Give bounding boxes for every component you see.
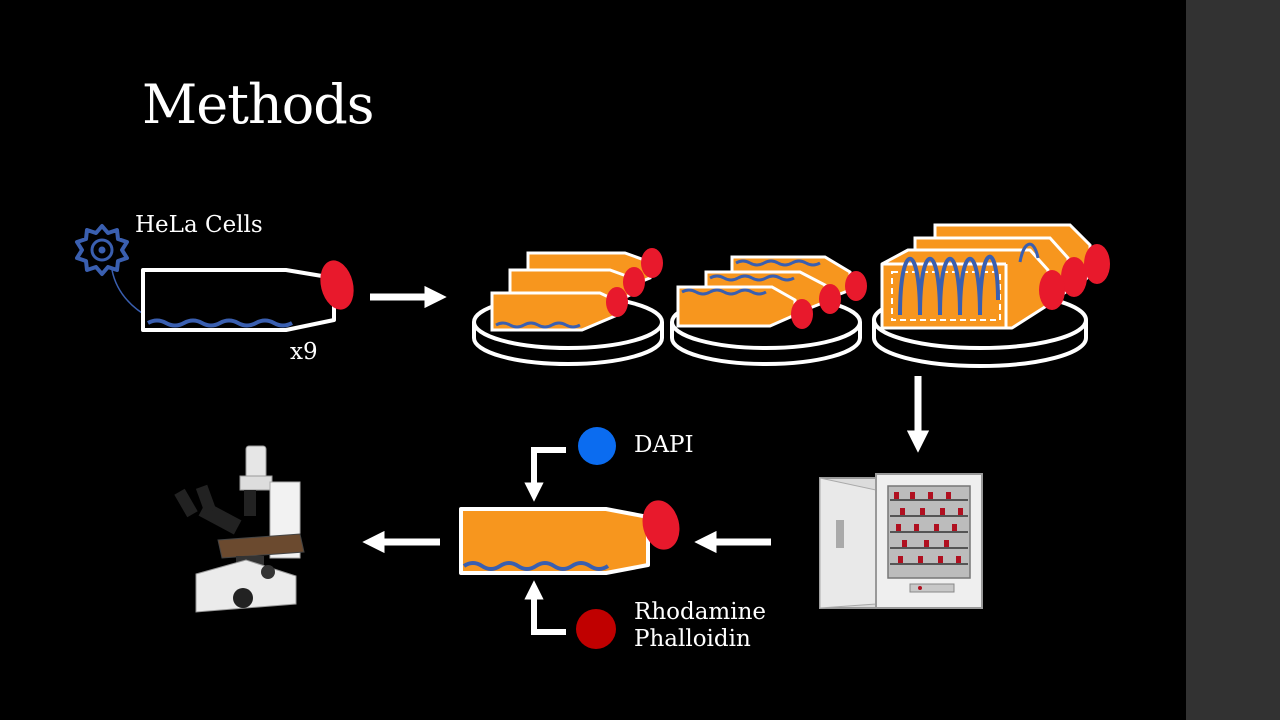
hela-cells-label: HeLa Cells (135, 212, 263, 238)
dapi-arrow (524, 447, 566, 502)
dapi-dot (578, 427, 616, 465)
rhodamine-label-line2: Phalloidin (634, 626, 751, 652)
flask-stack-dish-2 (670, 255, 867, 366)
microscope-icon (174, 445, 305, 613)
rhodamine-arrow (524, 580, 566, 635)
slide-title: Methods (142, 73, 375, 136)
dapi-label: DAPI (634, 432, 694, 458)
multiplier-label: x9 (290, 339, 318, 365)
hela-cell-icon (75, 224, 152, 319)
methods-diagram (75, 223, 1110, 649)
rhodamine-label-line1: Rhodamine (634, 599, 767, 625)
flask-stack-dish-3 (872, 223, 1110, 368)
staining-flask-icon (459, 500, 680, 575)
flask-stack-dish-1 (472, 248, 664, 366)
incubator-icon (819, 473, 983, 609)
slide-gutter (1186, 0, 1280, 720)
culture-flask-icon (141, 260, 354, 332)
rhodamine-dot (576, 609, 616, 649)
